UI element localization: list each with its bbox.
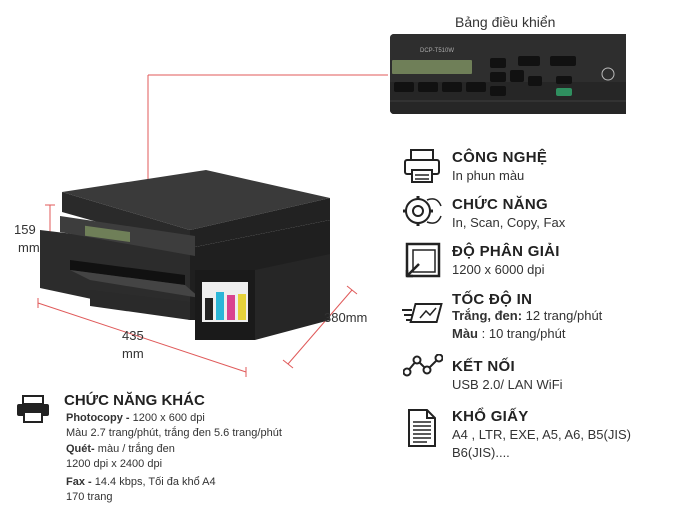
speed-bw-line: Trắng, đen: 12 trang/phút <box>452 307 602 325</box>
functions-icon <box>403 196 442 226</box>
printer-illustration <box>40 170 330 340</box>
speed-bw-label: Trắng, đen: <box>452 308 523 323</box>
feature-text-resolution: 1200 x 6000 dpi <box>452 262 545 277</box>
feature-text-paper-2: B6(JIS).... <box>452 445 510 460</box>
feature-text-technology: In phun màu <box>452 168 525 183</box>
photocopy-label: Photocopy - <box>66 412 130 424</box>
feature-title-speed: TỐC ĐỘ IN <box>452 291 533 308</box>
paper-icon <box>408 409 436 447</box>
speed-color-line: Màu : 10 trang/phút <box>452 325 565 343</box>
printer-icon-other <box>17 395 49 423</box>
scan-line: Quét- màu / trắng đen <box>66 442 175 457</box>
feature-title-paper: KHỔ GIẤY <box>452 408 529 425</box>
fax-line: Fax - 14.4 kbps, Tối đa khổ A4 <box>66 475 216 490</box>
depth-value: 380mm <box>324 310 368 325</box>
scan-label: Quét- <box>66 443 95 455</box>
fax-value: 14.4 kbps, Tối đa khổ A4 <box>91 476 216 488</box>
width-value: 435 <box>122 328 144 343</box>
panel-caption: Bảng điều khiển <box>455 14 556 30</box>
other-functions-title: CHỨC NĂNG KHÁC <box>64 392 205 409</box>
speed-bw-value: 12 trang/phút <box>522 308 603 323</box>
fax-label: Fax - <box>66 476 92 488</box>
photocopy-line: Photocopy - 1200 x 600 dpi <box>66 411 205 426</box>
height-unit: mm <box>18 240 40 255</box>
width-unit: mm <box>122 346 144 361</box>
control-panel-closeup: DCP-T510W <box>390 34 626 114</box>
feature-text-paper-1: A4 , LTR, EXE, A5, A6, B5(JIS) <box>452 427 631 442</box>
fax-pages: 170 trang <box>66 491 113 503</box>
speed-color-label: Màu <box>452 326 478 341</box>
feature-title-functions: CHỨC NĂNG <box>452 196 548 213</box>
feature-text-functions: In, Scan, Copy, Fax <box>452 215 566 230</box>
scan-value: màu / trắng đen <box>94 443 175 455</box>
network-icon <box>403 354 443 377</box>
scan-resolution: 1200 dpi x 2400 dpi <box>66 458 163 470</box>
control-panel-illustration <box>390 34 626 114</box>
speed-icon <box>402 303 443 323</box>
printer-icon <box>404 149 440 183</box>
feature-title-resolution: ĐỘ PHÂN GIẢI <box>452 243 560 260</box>
height-value: 159 <box>14 222 36 237</box>
speed-color-value: : 10 trang/phút <box>478 326 566 341</box>
panel-model-label: DCP-T510W <box>420 48 455 54</box>
feature-title-connectivity: KẾT NỐI <box>452 358 515 375</box>
resolution-icon <box>405 242 441 278</box>
feature-text-connectivity: USB 2.0/ LAN WiFi <box>452 377 563 392</box>
photocopy-speed: Màu 2.7 trang/phút, trắng đen 5.6 trang/… <box>66 427 282 439</box>
photocopy-value: 1200 x 600 dpi <box>129 412 205 424</box>
feature-title-technology: CÔNG NGHỆ <box>452 149 548 166</box>
